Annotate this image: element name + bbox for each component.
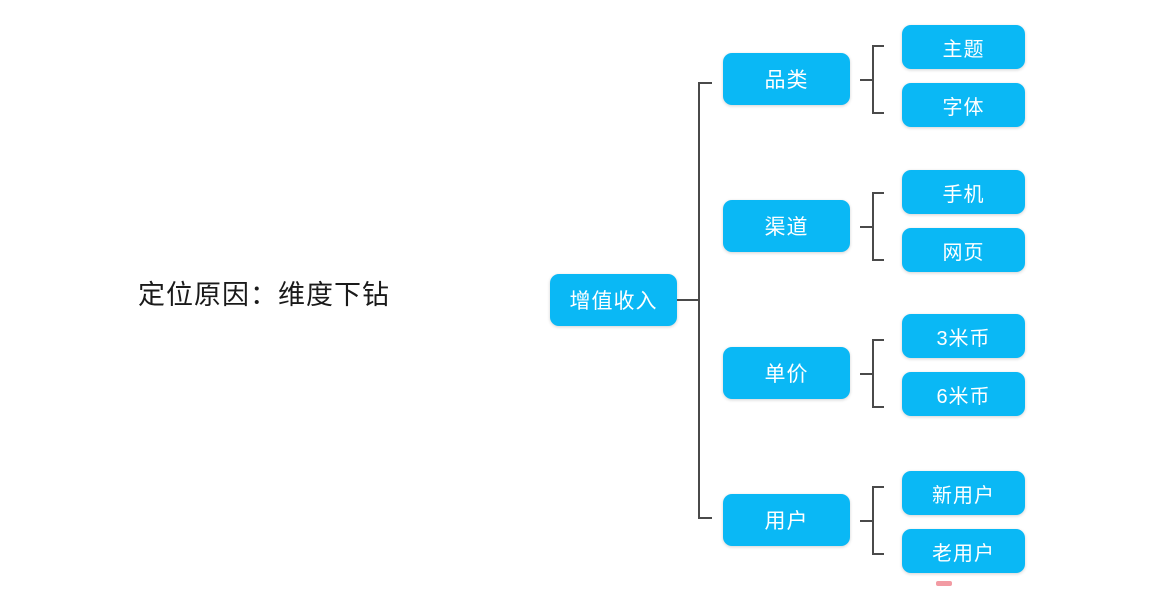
mindmap-branch-label: 渠道 bbox=[764, 216, 809, 239]
mindmap-leaf-node[interactable]: 手机 bbox=[902, 170, 1025, 214]
mindmap-leaf-node[interactable]: 新用户 bbox=[902, 471, 1025, 515]
mindmap-branch-node[interactable]: 渠道 bbox=[723, 200, 850, 252]
mindmap-leaf-node[interactable]: 主题 bbox=[902, 25, 1025, 69]
branch-bracket bbox=[872, 339, 884, 408]
mindmap-branch-label: 用户 bbox=[764, 510, 809, 533]
mindmap-root-label: 增值收入 bbox=[569, 290, 658, 313]
mindmap-leaf-node[interactable]: 字体 bbox=[902, 83, 1025, 127]
branch-connector-stub bbox=[860, 226, 874, 228]
mindmap-leaf-label: 新用户 bbox=[932, 484, 995, 507]
mindmap-leaf-label: 老用户 bbox=[932, 542, 995, 565]
stray-marker-artifact bbox=[936, 581, 952, 586]
branch-connector-stub bbox=[860, 373, 874, 375]
branch-connector-stub bbox=[860, 79, 874, 81]
mindmap-leaf-node[interactable]: 老用户 bbox=[902, 529, 1025, 573]
mindmap-leaf-node[interactable]: 3米币 bbox=[902, 314, 1025, 358]
root-connector-stub bbox=[677, 299, 700, 301]
page-title: 定位原因：维度下钻 bbox=[138, 280, 390, 310]
branch-bracket bbox=[872, 486, 884, 555]
mindmap-leaf-label: 3米币 bbox=[936, 327, 991, 350]
mindmap-leaf-label: 手机 bbox=[942, 183, 985, 206]
mindmap-branch-label: 单价 bbox=[764, 363, 809, 386]
branch-connector-stub bbox=[860, 520, 874, 522]
mindmap-leaf-node[interactable]: 网页 bbox=[902, 228, 1025, 272]
branch-bracket bbox=[872, 45, 884, 114]
mindmap-leaf-node[interactable]: 6米币 bbox=[902, 372, 1025, 416]
root-bracket bbox=[698, 82, 712, 519]
mindmap-leaf-label: 主题 bbox=[942, 38, 985, 61]
mindmap-branch-label: 品类 bbox=[764, 69, 809, 92]
mindmap-branch-node[interactable]: 单价 bbox=[723, 347, 850, 399]
mindmap-root-node[interactable]: 增值收入 bbox=[550, 274, 677, 326]
branch-bracket bbox=[872, 192, 884, 261]
mindmap-leaf-label: 6米币 bbox=[936, 385, 991, 408]
mindmap-branch-node[interactable]: 用户 bbox=[723, 494, 850, 546]
mindmap-leaf-label: 字体 bbox=[942, 96, 985, 119]
mindmap-leaf-label: 网页 bbox=[942, 241, 985, 264]
mindmap-branch-node[interactable]: 品类 bbox=[723, 53, 850, 105]
